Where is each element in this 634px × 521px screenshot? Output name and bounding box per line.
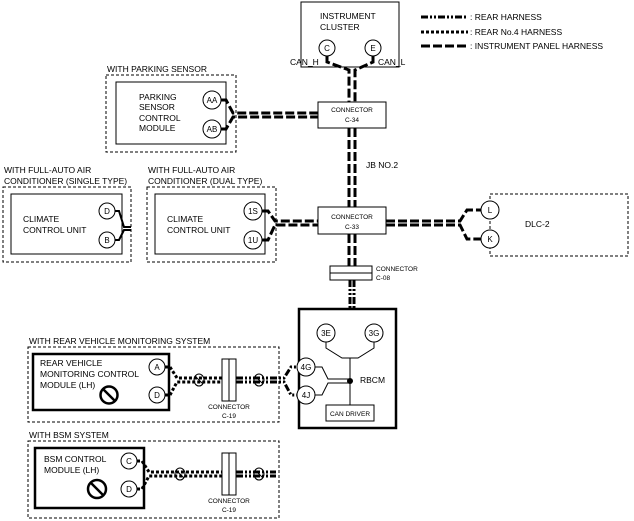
rbcm-label: RBCM [360,375,385,385]
parking-sensor-wires [221,98,318,131]
rvm-connector-id: C-19 [222,413,236,420]
connector-c34: CONNECTOR C-34 [317,101,387,129]
climate-single-stub-top [115,210,131,228]
bsm-group: WITH BSM SYSTEM BSM CONTROL MODULE (LH) … [27,430,280,519]
climate-dual-group-label-1: WITH FULL-AUTO AIR [148,165,235,175]
parking-sensor-group-label: WITH PARKING SENSOR [107,64,207,74]
bsm-label-2: MODULE (LH) [44,465,99,475]
cluster-wires [325,56,375,102]
bsm-wires [137,459,276,491]
parking-sensor-pin-aa-label: AA [207,96,218,105]
climate-single-group-label-1: WITH FULL-AUTO AIR [4,165,91,175]
climate-single-group: WITH FULL-AUTO AIR CONDITIONER (SINGLE T… [2,165,132,263]
dlc2-label: DLC-2 [525,219,550,229]
rbcm-pin-4j-label: 4J [302,391,310,400]
bsm-group-label: WITH BSM SYSTEM [29,430,109,440]
instrument-cluster-pin-e-label: E [370,44,375,53]
rvm-label-3: MODULE (LH) [40,380,95,390]
dlc2-pin-k-label: K [487,235,493,244]
rvm-pin-a-label: A [154,363,160,372]
parking-sensor-label-2: SENSOR [139,102,175,112]
climate-dual-pin-1s-label: 1S [248,207,258,216]
climate-single-group-label-2: CONDITIONER (SINGLE TYPE) [4,176,127,186]
rear-vehicle-monitoring-group: WITH REAR VEHICLE MONITORING SYSTEM REAR… [27,336,280,423]
rbcm-pin-3e-label: 3E [321,329,331,338]
connector-c08-id: C-08 [376,275,390,282]
rbcm-junction-dot [347,378,353,384]
legend-ip-harness-label: : INSTRUMENT PANEL HARNESS [470,41,603,51]
rbcm-can-driver-box [325,404,375,422]
rbcm-pin-3g-label: 3G [369,329,380,338]
dlc2: DLC-2 L K [480,193,629,257]
climate-dual-group-label-2: CONDITIONER (DUAL TYPE) [148,176,262,186]
climate-single-stub-bottom [115,229,131,241]
connector-c33-id: C-33 [345,224,359,231]
legend: : REAR HARNESS : REAR No.4 HARNESS : INS… [421,12,603,51]
climate-dual-label-2: CONTROL UNIT [167,225,230,235]
c33-to-c08-wires [347,234,357,266]
instrument-cluster-pin-c-label: C [324,44,330,53]
connector-c08-title: CONNECTOR [376,266,418,273]
legend-rear-no4-harness-label: : REAR No.4 HARNESS [470,27,562,37]
climate-dual-wires [262,209,318,242]
rvm-label-2: MONITORING CONTROL [40,369,139,379]
bsm-connector-title: CONNECTOR [208,498,250,505]
parking-sensor-label-3: CONTROL [139,113,181,123]
legend-rear-harness-label: : REAR HARNESS [470,12,542,22]
bsm-pin-c-label: C [126,457,132,466]
jb-trunk-wires [347,128,357,207]
parking-sensor-pin-ab-label: AB [207,125,218,134]
parking-sensor-label-1: PARKING [139,92,177,102]
instrument-cluster-label-2: CLUSTER [320,22,360,32]
instrument-cluster-label-1: INSTRUMENT [320,11,376,21]
rvm-twist-markers [193,373,265,387]
bsm-label-1: BSM CONTROL [44,454,107,464]
climate-dual-label-1: CLIMATE [167,214,204,224]
climate-single-pin-b-label: B [104,236,109,245]
climate-single-label-1: CLIMATE [23,214,60,224]
climate-single-label-2: CONTROL UNIT [23,225,86,235]
instrument-cluster: INSTRUMENT CLUSTER C E [300,1,400,68]
bsm-pin-d-label: D [126,485,132,494]
connector-c34-title: CONNECTOR [331,107,373,114]
rbcm-pin-4g-label: 4G [301,363,312,372]
parking-sensor-group: WITH PARKING SENSOR PARKING SENSOR CONTR… [105,64,237,153]
jb-label: JB NO.2 [366,160,398,170]
climate-single-pin-d-label: D [104,207,110,216]
connector-c33-title: CONNECTOR [331,214,373,221]
can-l-label: CAN_L [378,57,406,67]
rvm-label-1: REAR VEHICLE [40,358,103,368]
climate-dual-group: WITH FULL-AUTO AIR CONDITIONER (DUAL TYP… [146,165,277,263]
rvm-prohibited-icon [99,385,119,405]
bsm-connector-id: C-19 [222,507,236,514]
rbcm-internal-wiring [315,342,375,405]
dlc2-wires [386,208,481,241]
bsm-twist-markers [174,467,265,481]
rbcm-can-driver-label: CAN DRIVER [330,411,370,418]
connector-c08: CONNECTOR C-08 [329,265,418,282]
rbcm: RBCM 3E 3G 4G 4J CAN DRIVER [296,307,398,430]
connector-c33: CONNECTOR C-33 [317,206,387,235]
rvm-group-label: WITH REAR VEHICLE MONITORING SYSTEM [29,336,210,346]
rvm-pin-d-label: D [154,391,160,400]
dlc2-pin-l-label: L [488,206,493,215]
rvm-wires [165,365,297,397]
connector-c34-id: C-34 [345,117,359,124]
bsm-prohibited-icon [86,478,108,500]
climate-dual-pin-1u-label: 1U [248,236,258,245]
rvm-connector-title: CONNECTOR [208,404,250,411]
parking-sensor-label-4: MODULE [139,123,176,133]
can-h-label: CAN_H [290,57,319,67]
